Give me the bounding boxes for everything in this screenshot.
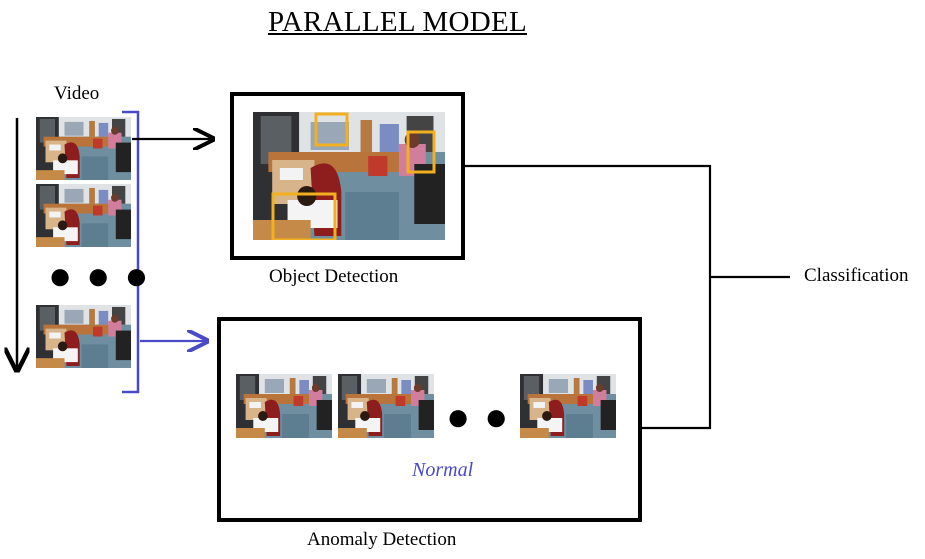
anomaly-frame xyxy=(236,374,332,438)
video-bracket xyxy=(122,110,140,394)
anomaly-detection-label: Anomaly Detection xyxy=(307,529,457,550)
detection-bbox xyxy=(314,112,349,147)
object-detection-label: Object Detection xyxy=(269,266,399,287)
object-detection-box xyxy=(230,92,465,260)
object-detection-frame xyxy=(253,112,445,240)
classification-label: Classification xyxy=(804,265,909,286)
video-frame xyxy=(36,184,131,247)
detection-bbox xyxy=(406,130,436,174)
anomaly-frame xyxy=(338,374,434,438)
video-label: Video xyxy=(54,83,100,104)
diagram-title: PARALLEL MODEL xyxy=(267,6,528,38)
normal-label: Normal xyxy=(412,459,474,481)
ellipsis-icon: ●●● xyxy=(48,253,163,298)
merge-line xyxy=(464,164,712,430)
video-frame xyxy=(36,117,131,180)
detection-bbox xyxy=(271,192,337,240)
anomaly-frame xyxy=(520,374,616,438)
video-frame xyxy=(36,305,131,368)
